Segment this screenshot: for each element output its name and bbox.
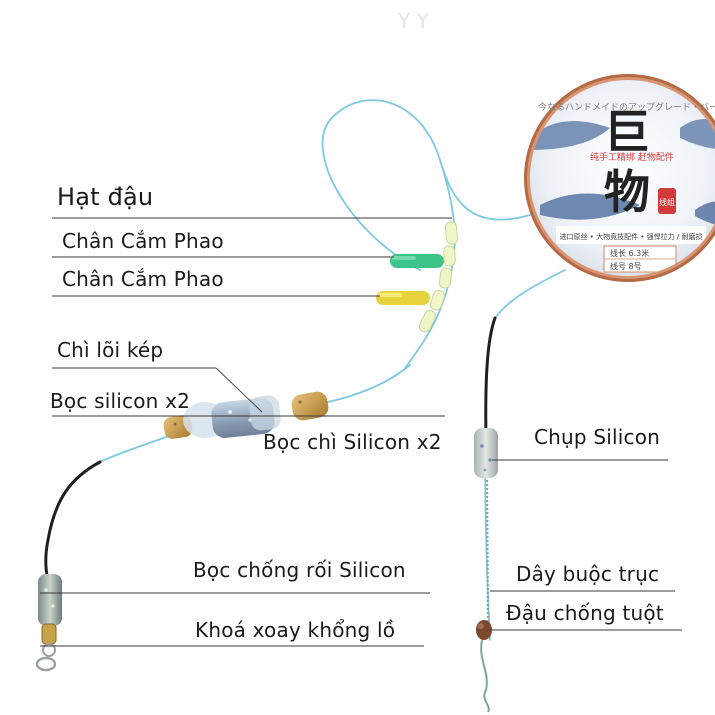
tie-line xyxy=(485,479,490,626)
label-chan-cam-phao-1: Chân Cắm Phao xyxy=(62,229,224,253)
line-spool: 今なるハンドメイドのアップグレード・バー 巨 物 纯手工精绑 赶物配件 线组 进… xyxy=(524,74,715,282)
label-khoa-xoay-khong-lo: Khoá xoay khổng lồ xyxy=(195,618,396,642)
left-leader xyxy=(44,460,102,582)
spool-title-char-2: 物 xyxy=(604,165,650,219)
svg-text:线组: 线组 xyxy=(659,197,675,207)
stopper-bead xyxy=(476,620,492,640)
svg-text:今なるハンドメイドのアップグレード・バー: 今なるハンドメイドのアップグレード・バー xyxy=(538,101,715,113)
spool-title-char-1: 巨 xyxy=(604,105,650,159)
label-hat-dau: Hạt đậu xyxy=(57,183,154,211)
fish-icon xyxy=(530,120,610,150)
spool-features: 进口原丝 • 大物竞技配件 • 强悍拉力 / 耐磨损 xyxy=(560,232,703,241)
label-boc-silicon-x2: Bọc silicon x2 xyxy=(50,389,191,413)
label-chi-loi-kep: Chì lõi kép xyxy=(57,338,164,362)
silicon-cap xyxy=(474,428,498,478)
svg-text:Y Y: Y Y xyxy=(397,9,430,33)
right-leader xyxy=(484,316,497,442)
label-lines xyxy=(40,217,682,647)
fish-icon xyxy=(680,118,715,150)
label-chup-silicon: Chụp Silicon xyxy=(534,425,661,449)
spool-spec-length: 线长 6.3米 xyxy=(610,248,649,258)
knot-loop xyxy=(480,639,490,713)
spool-tag-badge xyxy=(658,188,676,214)
label-day-buoc-truc: Dây buộc trục xyxy=(516,562,660,586)
double-core-sinker xyxy=(163,391,329,439)
spool-subtitle: 纯手工精绑 赶物配件 xyxy=(590,151,674,163)
fish-icon xyxy=(540,193,640,220)
spool-spec-size: 线号 8号 xyxy=(610,261,642,271)
label-chan-cam-phao-2: Chân Cắm Phao xyxy=(62,267,224,291)
float-stem-yellow xyxy=(376,291,430,305)
anti-tangle-sleeve xyxy=(38,574,62,626)
label-boc-chi-silicon-x2: Bọc chì Silicon x2 xyxy=(263,430,442,454)
fish-icon xyxy=(695,201,715,230)
label-dau-chong-tuot: Đậu chống tuột xyxy=(506,601,664,625)
swivel-icon xyxy=(35,623,57,672)
bead-chain xyxy=(418,221,459,333)
label-boc-chong-roi-silicon: Bọc chống rối Silicon xyxy=(193,558,406,582)
float-stem-green xyxy=(390,254,444,268)
